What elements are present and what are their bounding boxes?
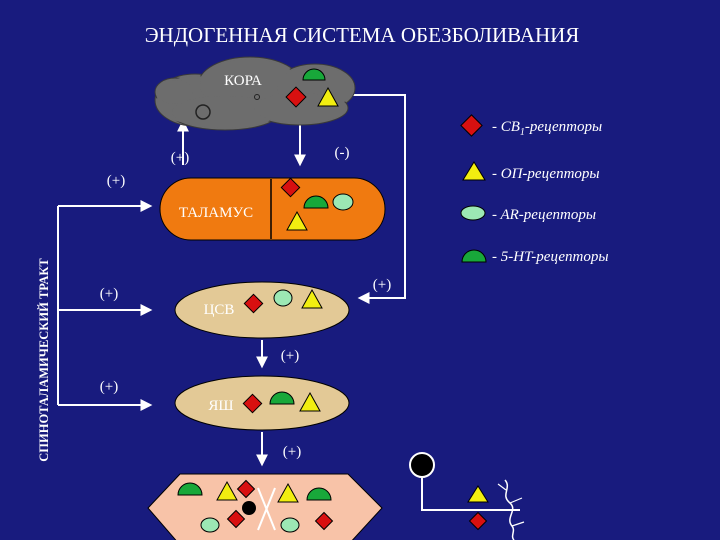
neuron-cb1-icon bbox=[468, 511, 488, 531]
neuron-op-icon bbox=[467, 485, 489, 503]
thalamus-ar-icon bbox=[332, 193, 354, 211]
sign-tract-thalamus: (+) bbox=[107, 173, 125, 189]
cortex-label: КОРА bbox=[224, 73, 262, 89]
legend-op: - ОП-рецепторы bbox=[492, 166, 600, 182]
spinal-cb1-icon-3 bbox=[314, 511, 334, 531]
connectors bbox=[57, 94, 520, 511]
csv-ar-icon bbox=[273, 289, 293, 307]
thalamus-cb1-icon bbox=[280, 177, 301, 198]
legend-5ht: - 5-HT-рецепторы bbox=[492, 249, 608, 265]
legend-op-icon bbox=[462, 161, 486, 181]
legend-ar: - AR-рецепторы bbox=[492, 207, 596, 223]
peripheral-neuron bbox=[409, 452, 525, 540]
spinal-5ht-icon-2 bbox=[306, 487, 332, 501]
sign-csv-yash: (+) bbox=[281, 348, 299, 364]
spinal-cb1-icon-1 bbox=[236, 479, 256, 499]
sign-tract-yash: (+) bbox=[100, 379, 118, 395]
neuron-body-icon bbox=[409, 452, 435, 478]
legend-5ht-icon bbox=[461, 249, 487, 263]
sign-cortex-csv: (+) bbox=[373, 277, 391, 293]
thalamus: ТАЛАМУС bbox=[159, 177, 386, 241]
diagram-title: ЭНДОГЕННАЯ СИСТЕМА ОБЕЗБОЛИВАНИЯ bbox=[145, 23, 580, 47]
yash: ЯШ bbox=[174, 375, 350, 431]
spinal-op-icon-2 bbox=[277, 482, 299, 503]
nerve-branch-icon bbox=[497, 483, 525, 527]
neuron-axon bbox=[421, 478, 520, 511]
arrow-cortex-csv bbox=[350, 94, 406, 304]
yash-op-icon bbox=[299, 391, 321, 412]
cortex-vesicle-large bbox=[195, 104, 211, 120]
csv-op-icon bbox=[301, 288, 323, 309]
yash-cb1-icon bbox=[242, 393, 263, 414]
spinal-block-line-2 bbox=[257, 487, 276, 531]
legend-cb1-icon bbox=[460, 114, 483, 137]
yash-5ht-icon bbox=[269, 391, 295, 405]
spinal-5ht-icon-1 bbox=[177, 482, 203, 496]
sign-tract-csv: (+) bbox=[100, 286, 118, 302]
legend-ar-icon bbox=[460, 205, 486, 221]
legend-cb1: - CB1-рецепторы bbox=[492, 119, 602, 138]
csv-cb1-icon bbox=[243, 293, 264, 314]
cortex-cb1-icon bbox=[285, 86, 307, 108]
spinal-ar-icon-1 bbox=[200, 517, 220, 533]
sign-thalamus-cortex: (+) bbox=[171, 150, 189, 166]
spinal-ar-icon-2 bbox=[280, 517, 300, 533]
sign-cortex-thalamus: (-) bbox=[335, 145, 350, 161]
spinal-cb1-icon-2 bbox=[226, 509, 246, 529]
spinal-synapse-dot bbox=[242, 501, 256, 515]
legend: - CB1-рецепторы - ОП-рецепторы - AR-реце… bbox=[460, 114, 608, 265]
thalamus-op-icon bbox=[286, 210, 308, 231]
cortex-5ht-icon bbox=[302, 68, 326, 81]
cortex-vesicle-small bbox=[254, 94, 260, 100]
cortex-cloud: КОРА bbox=[154, 56, 356, 131]
tract-label: СПИНОТАЛАМИЧЕСКИЙ ТРАКТ bbox=[37, 258, 51, 462]
thalamus-5ht-icon bbox=[303, 195, 329, 209]
yash-label: ЯШ bbox=[208, 398, 233, 414]
sign-yash-down: (+) bbox=[283, 444, 301, 460]
cortex-op-icon bbox=[317, 86, 339, 107]
nerve-ending-icon bbox=[504, 479, 515, 540]
spinal-op-icon-1 bbox=[216, 480, 238, 501]
thalamus-label: ТАЛАМУС bbox=[179, 205, 253, 221]
spinal-segment bbox=[147, 473, 383, 540]
csv: ЦСВ bbox=[174, 281, 350, 339]
csv-label: ЦСВ bbox=[204, 302, 235, 318]
